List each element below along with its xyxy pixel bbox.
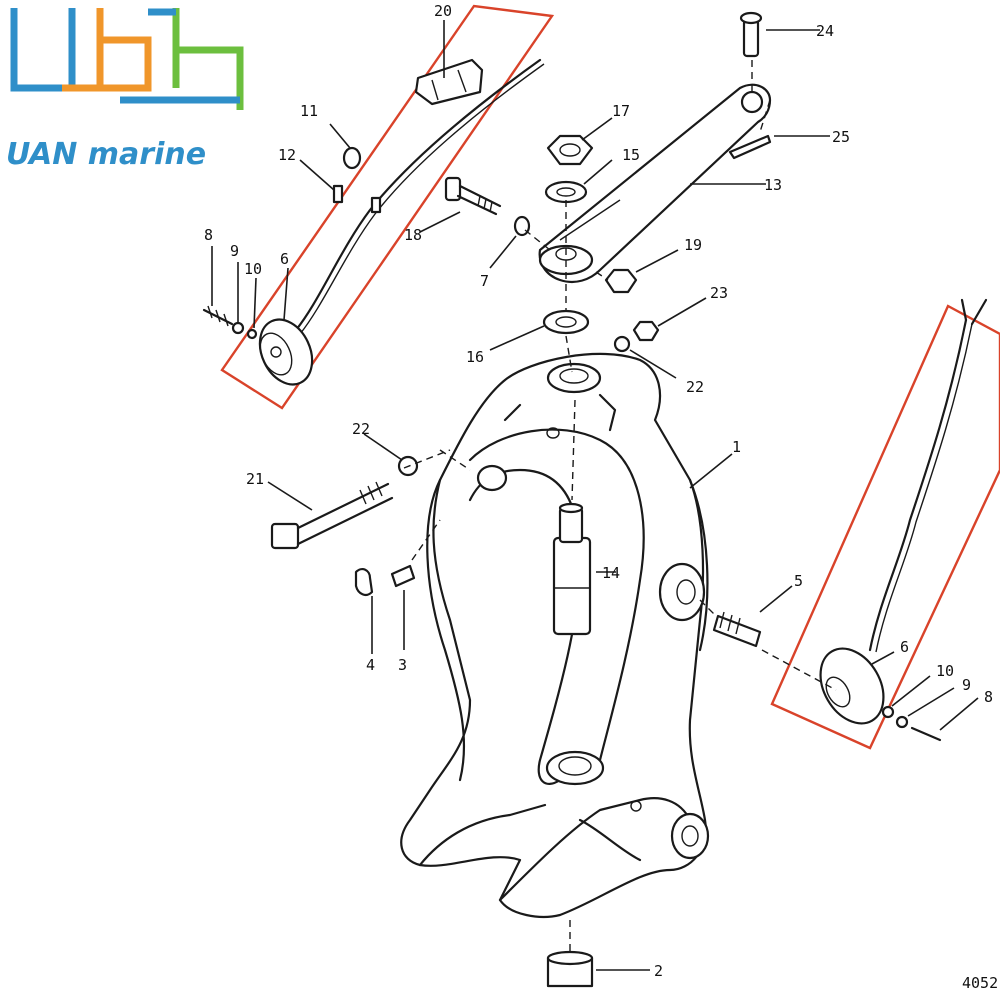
callout-5: 5 bbox=[794, 572, 803, 590]
callout-9-lower: 9 bbox=[962, 676, 971, 694]
bolt-18 bbox=[444, 176, 502, 216]
callout-14: 14 bbox=[602, 564, 620, 582]
callout-13: 13 bbox=[764, 176, 782, 194]
uan-marine-logo: UAN marine bbox=[6, 8, 244, 172]
logo-mark-icon bbox=[10, 8, 244, 110]
spacer-10-lower bbox=[881, 705, 895, 719]
screw-12 bbox=[332, 184, 344, 204]
logo-text: UAN marine bbox=[6, 137, 206, 172]
callout-23: 23 bbox=[710, 284, 728, 302]
callout-17: 17 bbox=[612, 102, 630, 120]
screw-8-lower bbox=[910, 726, 942, 742]
callout-2: 2 bbox=[654, 962, 663, 980]
cap-4 bbox=[354, 568, 374, 596]
callout-6-upper: 6 bbox=[280, 250, 289, 268]
trim-sender-upper bbox=[258, 318, 314, 386]
callout-9-upper: 9 bbox=[230, 242, 239, 260]
callout-7: 7 bbox=[480, 272, 489, 290]
washer-9-upper bbox=[231, 321, 245, 335]
callout-22-upper: 22 bbox=[686, 378, 704, 396]
cotter-pin bbox=[728, 134, 772, 160]
callout-10-lower: 10 bbox=[936, 662, 954, 680]
callout-1: 1 bbox=[732, 438, 741, 456]
lower-sender-cable bbox=[868, 318, 968, 652]
highlight-box-upper bbox=[220, 4, 555, 410]
washer-16 bbox=[542, 309, 590, 335]
callout-6-lower: 6 bbox=[900, 638, 909, 656]
callout-15: 15 bbox=[622, 146, 640, 164]
through-bolt-21 bbox=[270, 481, 394, 550]
callout-19: 19 bbox=[684, 236, 702, 254]
swivel-pin-14 bbox=[552, 502, 592, 636]
callout-labels: 24 25 13 17 15 19 23 22 16 7 18 20 11 12… bbox=[204, 2, 993, 980]
callout-12: 12 bbox=[278, 146, 296, 164]
callout-3: 3 bbox=[398, 656, 407, 674]
callout-25: 25 bbox=[832, 128, 850, 146]
leader-lines bbox=[211, 20, 979, 971]
figure-number: 4052 bbox=[962, 974, 998, 992]
callout-8-upper: 8 bbox=[204, 226, 213, 244]
spacer-10-upper bbox=[246, 328, 258, 340]
callout-8-lower: 8 bbox=[984, 688, 993, 706]
bushing-2 bbox=[546, 950, 594, 988]
nut-23 bbox=[632, 320, 660, 342]
trim-sender-lower bbox=[819, 647, 885, 725]
callout-24: 24 bbox=[816, 22, 834, 40]
callout-18: 18 bbox=[404, 226, 422, 244]
callout-11: 11 bbox=[300, 102, 318, 120]
callout-4: 4 bbox=[366, 656, 375, 674]
washer-22-upper bbox=[613, 335, 631, 353]
pivot-pin bbox=[739, 11, 763, 58]
highlight-box-lower bbox=[770, 304, 1000, 750]
washer-9-lower bbox=[895, 715, 909, 729]
swivel-bracket bbox=[400, 352, 710, 918]
nut-19 bbox=[604, 268, 638, 294]
callout-20: 20 bbox=[434, 2, 452, 20]
upper-sender-cable bbox=[294, 58, 542, 332]
callout-22-lower: 22 bbox=[352, 420, 370, 438]
nut-17 bbox=[546, 134, 594, 166]
stud-5 bbox=[712, 611, 762, 648]
clip-20 bbox=[414, 58, 484, 106]
callout-10-upper: 10 bbox=[244, 260, 262, 278]
callout-16: 16 bbox=[466, 348, 484, 366]
washer-15 bbox=[544, 180, 588, 204]
callout-21: 21 bbox=[246, 470, 264, 488]
clamp-11 bbox=[342, 146, 362, 170]
grease-fitting-3 bbox=[390, 564, 416, 588]
